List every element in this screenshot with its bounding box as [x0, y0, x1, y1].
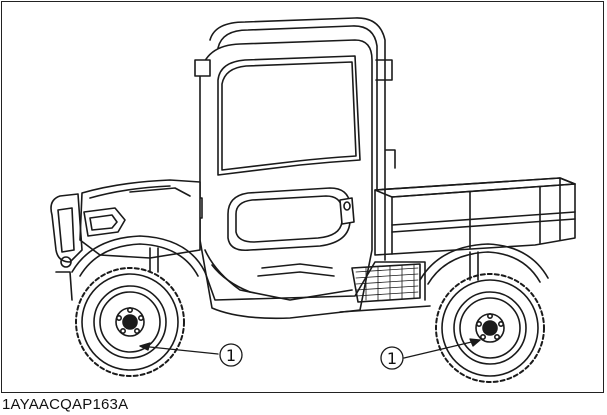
cab-door — [179, 39, 373, 320]
front-wheel-hub — [116, 306, 145, 334]
front-hood — [50, 179, 201, 301]
utility-vehicle-illustration: 1 1 — [50, 17, 576, 383]
side-panel — [204, 261, 431, 313]
cab-frame — [209, 17, 396, 261]
front-callout-leader — [139, 345, 219, 355]
cargo-bed — [374, 177, 576, 256]
rear-callout-arrowhead — [469, 338, 481, 347]
front-fender — [71, 235, 206, 277]
rear-wheel-hub — [475, 312, 504, 340]
front-callout-arrowhead — [139, 342, 151, 351]
front-wheel — [75, 267, 185, 377]
rear-wheel — [435, 273, 545, 383]
callout-rear-label: 1 — [387, 349, 397, 368]
callout-rear: 1 — [380, 346, 404, 370]
figure-code: 1AYAACQAP163A — [2, 396, 129, 413]
callout-front-label: 1 — [226, 346, 236, 365]
callout-front: 1 — [219, 343, 243, 367]
callout-leaders — [139, 338, 481, 359]
rear-callout-leader — [403, 339, 481, 359]
